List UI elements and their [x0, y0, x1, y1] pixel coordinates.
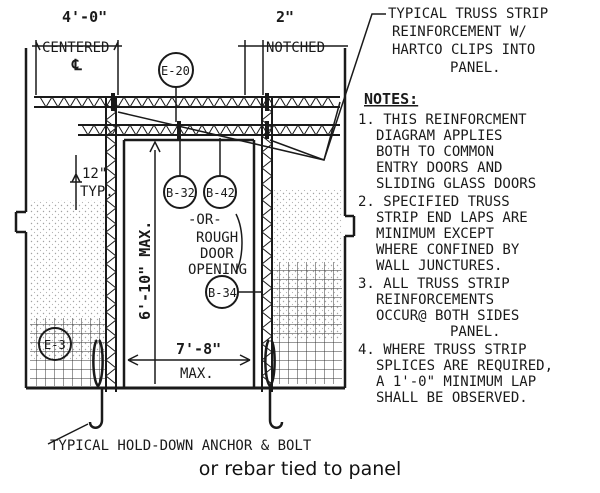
centerline-symbol: ℄	[71, 56, 82, 74]
truss-strip-header	[78, 124, 340, 136]
note-3-line-3: OCCUR@ BOTH SIDES	[376, 308, 519, 324]
dim-spacing-label: TYP.	[80, 184, 114, 200]
rough-opening-line-1: ROUGH	[196, 230, 238, 246]
notes-heading: NOTES:	[364, 90, 418, 108]
bubble-e20-label: E-20	[161, 64, 190, 78]
dim-spacing-value: 12"	[82, 166, 107, 182]
dim-line-notched	[238, 40, 348, 95]
note-1: 1. THIS REINFORCMENT DIAGRAM APPLIES BOT…	[358, 112, 536, 192]
note-1-line-2: DIAGRAM APPLIES	[376, 128, 502, 144]
dim-height-value: 6'-10" MAX.	[136, 221, 154, 320]
note-3-line-4: PANEL.	[450, 324, 501, 340]
dim-line-centered	[32, 40, 122, 95]
hold-down-anchor-right	[264, 339, 284, 429]
note-4: 4. WHERE TRUSS STRIP SPLICES ARE REQUIRE…	[358, 342, 553, 406]
anchor-leader	[47, 423, 89, 445]
anchor-label: TYPICAL HOLD-DOWN ANCHOR & BOLT	[50, 438, 312, 454]
rough-opening-label: ROUGH DOOR OPENING	[188, 230, 247, 278]
note-1-line-4: ENTRY DOORS AND	[376, 160, 502, 176]
reinforcement-line-4: PANEL.	[450, 60, 501, 76]
note-4-line-3: A 1'-0" MINIMUM LAP	[376, 374, 536, 390]
reinforcement-leaders	[117, 13, 386, 161]
anchor-caption: or rebar tied to panel	[198, 458, 402, 480]
bubble-b34-label: B-34	[208, 286, 237, 300]
hartco-clips	[111, 93, 269, 139]
dim-width-label: MAX.	[180, 366, 214, 382]
dim-notched-label: NOTCHED	[266, 40, 325, 56]
note-4-line-1: 4. WHERE TRUSS STRIP	[358, 342, 527, 358]
reinforcement-line-3: HARTCO CLIPS INTO	[392, 42, 535, 58]
reinforcement-callout: TYPICAL TRUSS STRIP REINFORCEMENT W/ HAR…	[388, 6, 548, 76]
note-2-line-4: WHERE CONFINED BY	[376, 242, 520, 258]
panel-outline	[14, 48, 356, 390]
bubble-e20: E-20	[158, 52, 194, 122]
bubble-b32: B-32	[163, 138, 197, 209]
note-2-line-3: MINIMUM EXCEPT	[376, 226, 495, 242]
bubble-b42: B-42	[203, 138, 237, 209]
dim-line-height	[149, 140, 161, 384]
bubble-e3: E-3	[38, 327, 72, 361]
note-2: 2. SPECIFIED TRUSS STRIP END LAPS ARE MI…	[358, 194, 528, 274]
rough-opening-bracket	[235, 213, 243, 273]
note-2-line-5: WALL JUNCTURES.	[376, 258, 502, 274]
dim-notched-value: 2"	[276, 8, 294, 26]
rough-opening-line-3: OPENING	[188, 262, 247, 278]
door-opening	[122, 138, 256, 388]
or-label: -OR-	[188, 212, 222, 228]
dim-centered-label: CENTERED	[42, 40, 109, 56]
truss-strip-left	[105, 98, 117, 392]
note-3: 3. ALL TRUSS STRIP REINFORCEMENTS OCCUR@…	[358, 276, 519, 340]
reinforcement-line-1: TYPICAL TRUSS STRIP	[388, 6, 548, 22]
reinforcement-line-2: REINFORCEMENT W/	[392, 24, 527, 40]
dim-centered-value: 4'-0"	[62, 8, 107, 26]
hatch-area-right	[272, 262, 342, 384]
note-3-line-2: REINFORCEMENTS	[376, 292, 494, 308]
hold-down-anchor-left	[88, 339, 104, 429]
note-1-line-1: 1. THIS REINFORCMENT	[358, 112, 527, 128]
bubble-b42-label: B-42	[206, 186, 235, 200]
note-4-line-2: SPLICES ARE REQUIRED,	[376, 358, 553, 374]
bubble-b32-label: B-32	[166, 186, 195, 200]
bubble-b34: B-34	[205, 275, 262, 309]
truss-strip-top	[34, 96, 340, 108]
note-1-line-5: SLIDING GLASS DOORS	[376, 176, 536, 192]
note-2-line-1: 2. SPECIFIED TRUSS	[358, 194, 510, 210]
note-1-line-3: BOTH TO COMMON	[376, 144, 494, 160]
bubble-e3-label: E-3	[44, 338, 66, 352]
dim-line-spacing	[70, 155, 82, 210]
note-4-line-4: SHALL BE OBSERVED.	[376, 390, 528, 406]
dim-line-width	[127, 354, 251, 366]
rough-opening-line-2: DOOR	[200, 246, 234, 262]
dim-width-value: 7'-8"	[176, 340, 221, 358]
note-2-line-2: STRIP END LAPS ARE	[376, 210, 528, 226]
note-3-line-1: 3. ALL TRUSS STRIP	[358, 276, 510, 292]
